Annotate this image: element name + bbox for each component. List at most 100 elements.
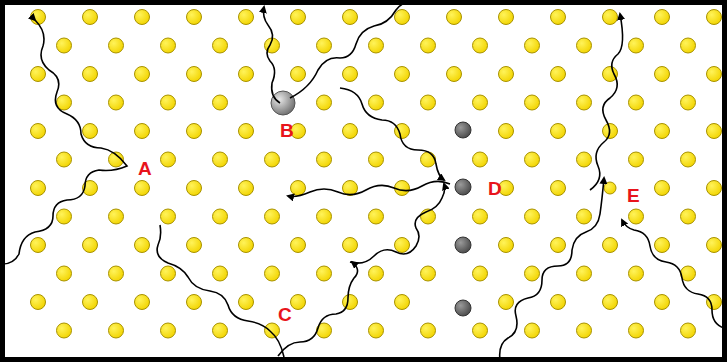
lattice-atom xyxy=(525,95,540,110)
lattice-atom xyxy=(603,295,618,310)
lattice-atom xyxy=(161,266,176,281)
small-impurity-atom xyxy=(455,179,471,195)
lattice-atom xyxy=(343,67,358,82)
lattice-atom xyxy=(421,95,436,110)
lattice-atom xyxy=(707,67,722,82)
lattice-atom xyxy=(655,124,670,139)
lattice-atom xyxy=(135,295,150,310)
lattice-atom xyxy=(369,95,384,110)
lattice-atom xyxy=(57,38,72,53)
lattice-atom xyxy=(577,209,592,224)
lattice-atom xyxy=(603,238,618,253)
lattice-atom xyxy=(421,38,436,53)
lattice-atom xyxy=(239,10,254,25)
lattice-atom xyxy=(577,38,592,53)
lattice-atom xyxy=(707,124,722,139)
lattice-atom xyxy=(161,95,176,110)
grain-boundary-line xyxy=(0,20,127,264)
lattice-atom xyxy=(577,323,592,338)
scatter-path xyxy=(157,225,284,357)
small-impurity-atom xyxy=(455,122,471,138)
lattice-atom xyxy=(603,10,618,25)
lattice-atom xyxy=(317,209,332,224)
lattice-atom xyxy=(31,181,46,196)
small-impurity-atom xyxy=(455,300,471,316)
defect-label: C xyxy=(276,304,294,325)
lattice-atom xyxy=(265,266,280,281)
lattice-atom xyxy=(265,209,280,224)
lattice-atom xyxy=(655,181,670,196)
lattice-atom xyxy=(187,10,202,25)
lattice-atom xyxy=(369,323,384,338)
defect-label: B xyxy=(278,120,296,141)
lattice-atom xyxy=(551,67,566,82)
lattice-atom xyxy=(135,10,150,25)
lattice-atom xyxy=(655,295,670,310)
lattice-atom xyxy=(239,295,254,310)
lattice-atom xyxy=(603,67,618,82)
lattice-atom xyxy=(213,266,228,281)
lattice-atom xyxy=(317,152,332,167)
lattice-atom xyxy=(291,238,306,253)
lattice-atom xyxy=(629,95,644,110)
lattice-atom xyxy=(343,124,358,139)
lattice-atom xyxy=(83,238,98,253)
lattice-atom xyxy=(707,238,722,253)
lattice-atom xyxy=(655,238,670,253)
lattice-atom xyxy=(421,152,436,167)
grain-boundary-line xyxy=(590,14,623,190)
lattice-atom xyxy=(473,266,488,281)
lattice-atom xyxy=(265,152,280,167)
lattice-atom xyxy=(369,38,384,53)
lattice-atom xyxy=(629,209,644,224)
lattice-atom xyxy=(551,238,566,253)
lattice-atom xyxy=(343,238,358,253)
lattice-atom xyxy=(109,266,124,281)
lattice-atom xyxy=(525,266,540,281)
lattice-atom xyxy=(655,67,670,82)
lattice-atom xyxy=(213,323,228,338)
lattice-atom xyxy=(291,10,306,25)
lattice-atom xyxy=(83,67,98,82)
lattice-atom xyxy=(31,124,46,139)
lattice-atom xyxy=(707,295,722,310)
lattice-atom xyxy=(83,295,98,310)
lattice-atom xyxy=(265,323,280,338)
lattice-atom xyxy=(629,38,644,53)
lattice-atom xyxy=(187,181,202,196)
lattice-atom xyxy=(31,295,46,310)
lattice-atom xyxy=(57,323,72,338)
lattice-atom xyxy=(499,238,514,253)
lattice-atom xyxy=(369,209,384,224)
lattice-atom xyxy=(57,209,72,224)
lattice-atom xyxy=(135,67,150,82)
lattice-atom xyxy=(31,238,46,253)
lattice-atom xyxy=(57,266,72,281)
lattice-atom xyxy=(343,295,358,310)
lattice-atom xyxy=(161,152,176,167)
lattice-atom xyxy=(629,152,644,167)
lattice-atoms xyxy=(31,10,722,339)
grain-boundary-line xyxy=(622,220,724,328)
lattice-atom xyxy=(473,323,488,338)
lattice-atom xyxy=(31,67,46,82)
lattice-atom xyxy=(57,152,72,167)
lattice-atom xyxy=(291,181,306,196)
large-impurity-atom xyxy=(271,91,295,115)
lattice-atom xyxy=(395,238,410,253)
lattice-atom xyxy=(291,67,306,82)
lattice-atom xyxy=(291,295,306,310)
lattice-atom xyxy=(499,10,514,25)
lattice-atom xyxy=(525,152,540,167)
scatter-path xyxy=(288,181,450,196)
lattice-atom xyxy=(239,181,254,196)
lattice-atom xyxy=(655,10,670,25)
lattice-atom xyxy=(83,10,98,25)
lattice-atom xyxy=(395,295,410,310)
small-impurity-atom xyxy=(455,237,471,253)
lattice-atom xyxy=(109,209,124,224)
lattice-atom xyxy=(447,67,462,82)
lattice-atom xyxy=(317,266,332,281)
lattice-atom xyxy=(187,295,202,310)
